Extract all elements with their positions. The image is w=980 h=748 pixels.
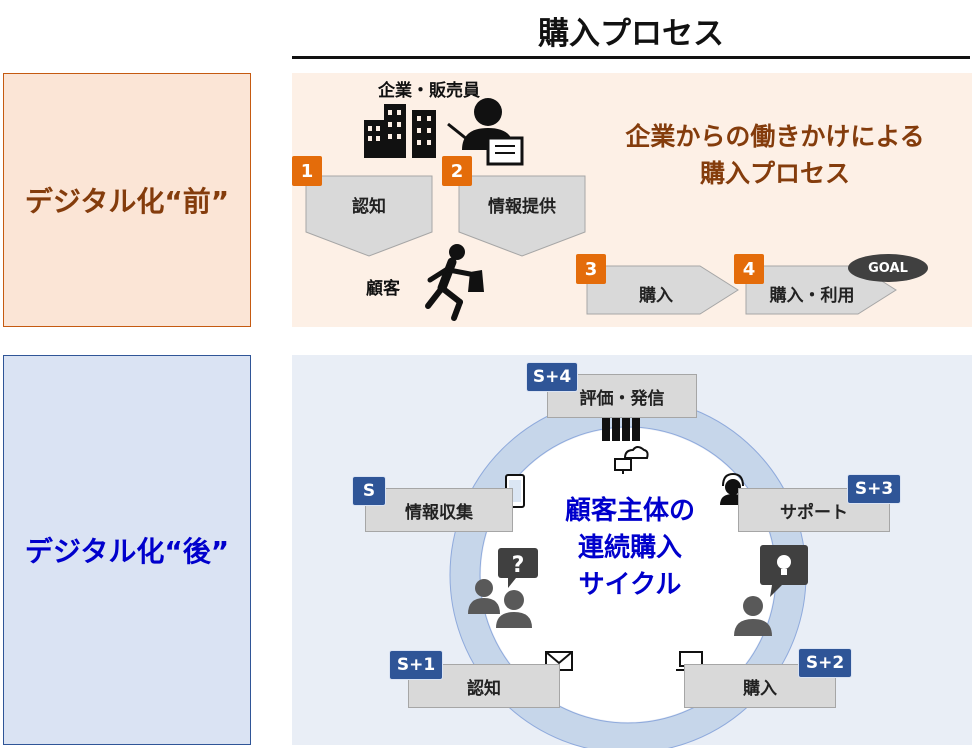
title-underline bbox=[292, 56, 970, 59]
company-label: 企業・販売員 bbox=[378, 81, 480, 101]
step2-chevron bbox=[458, 175, 586, 257]
center-line2: 連続購入 bbox=[577, 533, 682, 563]
headline-line2: 購入プロセス bbox=[699, 159, 850, 188]
step4-arrow bbox=[745, 265, 897, 315]
cycle-center-text: 顧客主体の 連続購入 サイクル bbox=[520, 493, 740, 604]
runner-icon bbox=[425, 244, 484, 321]
presenter-icon bbox=[447, 98, 524, 166]
goal-badge: GOAL bbox=[848, 254, 928, 282]
lightbulb-bubble-icon bbox=[760, 545, 808, 597]
step1-chevron bbox=[305, 175, 433, 257]
stage-box-research: 情報収集 bbox=[365, 488, 513, 532]
customer-label: 顧客 bbox=[366, 279, 400, 299]
center-line1: 顧客主体の bbox=[564, 496, 695, 526]
stage-badge-s2: S+2 bbox=[798, 648, 852, 678]
side-label-before: デジタル化“前” bbox=[3, 73, 251, 327]
stage-badge-s1: S+1 bbox=[389, 650, 443, 680]
step-label-2: 情報提供 bbox=[488, 197, 556, 217]
step-label-1: 認知 bbox=[352, 197, 386, 217]
step-number-3: 3 bbox=[576, 254, 606, 284]
stage-badge-s: S bbox=[352, 476, 386, 506]
step-number-1: 1 bbox=[292, 156, 322, 186]
svg-text:?: ? bbox=[512, 553, 525, 578]
stage-badge-s3: S+3 bbox=[847, 474, 901, 504]
step-label-4: 購入・利用 bbox=[769, 286, 855, 306]
before-headline: 企業からの働きかけによる 購入プロセス bbox=[580, 118, 970, 192]
question-bubble-icon: ? bbox=[498, 548, 538, 588]
stage-badge-s4: S+4 bbox=[526, 362, 578, 392]
stage-box-support: サポート bbox=[738, 488, 890, 532]
diagram-title: 購入プロセス bbox=[538, 16, 724, 52]
step-number-2: 2 bbox=[442, 156, 472, 186]
buildings-icon bbox=[364, 104, 436, 158]
headline-line1: 企業からの働きかけによる bbox=[625, 122, 925, 151]
center-line3: サイクル bbox=[578, 570, 682, 600]
stage-box-evaluate: 評価・発信 bbox=[547, 374, 697, 418]
step-number-4: 4 bbox=[734, 254, 764, 284]
step3-arrow bbox=[586, 265, 739, 315]
person-icon bbox=[734, 596, 772, 636]
cloud-computer-icon bbox=[614, 446, 649, 474]
step-label-3: 購入 bbox=[639, 286, 673, 306]
people-icon bbox=[468, 579, 532, 628]
side-label-after: デジタル化“後” bbox=[3, 355, 251, 745]
